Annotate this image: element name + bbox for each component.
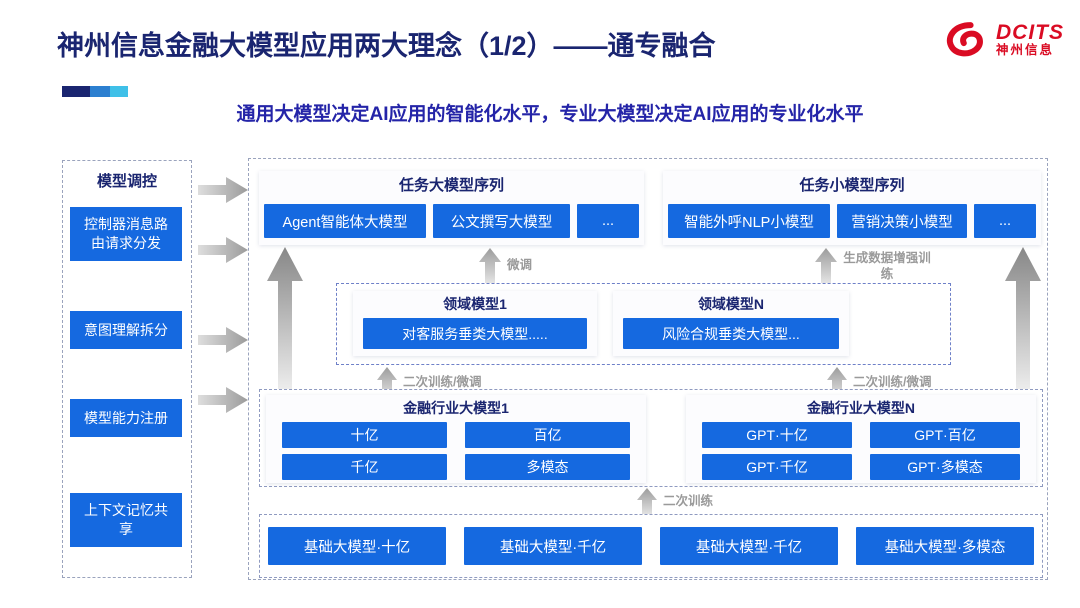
model-box: Agent智能体大模型 [264,204,426,238]
sidebar-item-registry: 模型能力注册 [70,399,182,437]
model-box-ellipsis: ... [974,204,1036,238]
industry-models-container: 金融行业大模型1 十亿 百亿 千亿 多模态 金融行业大模型N GPT·十亿 GP… [259,389,1043,487]
right-arrow-icon [198,177,248,203]
group-title: 领域模型N [697,296,765,312]
logo-company-name: 神州信息 [996,43,1055,58]
group-title: 任务小模型序列 [799,177,905,194]
model-box: 营销决策小模型 [837,204,967,238]
group-title: 金融行业大模型N [806,400,916,416]
up-arrow-small-icon [637,488,657,516]
subtitle: 通用大模型决定AI应用的智能化水平，专业大模型决定AI应用的专业化水平 [236,104,864,125]
accent-segment [62,86,90,97]
sidebar-model-control: 模型调控 控制器消息路由请求分发 意图理解拆分 模型能力注册 上下文记忆共享 [62,160,192,578]
accent-segment [110,86,128,97]
right-arrow-icon [198,327,248,353]
model-box: 百亿 [465,422,630,448]
model-box: 千亿 [282,454,447,480]
group-task-large-models: 任务大模型序列 Agent智能体大模型 公文撰写大模型 ... [259,171,644,245]
label-fine-tune: 微调 [507,258,533,272]
model-box-ellipsis: ... [577,204,639,238]
group-domain-model-1: 领域模型1 对客服务垂类大模型..... [353,291,597,356]
accent-segment [90,86,110,97]
label-retrain: 二次训练 [663,494,714,508]
model-box: GPT·十亿 [702,422,852,448]
label-retrain-finetune: 二次训练/微调 [853,375,932,389]
model-box: GPT·千亿 [702,454,852,480]
right-arrow-icon [198,237,248,263]
model-box: 风险合规垂类大模型... [623,318,839,349]
group-title: 任务大模型序列 [398,177,504,194]
group-task-small-models: 任务小模型序列 智能外呼NLP小模型 营销决策小模型 ... [663,171,1041,245]
dcits-logo-icon [946,22,983,57]
model-box: 智能外呼NLP小模型 [668,204,830,238]
domain-models-container: 领域模型1 对客服务垂类大模型..... 领域模型N 风险合规垂类大模型... [336,283,951,365]
up-arrow-small-icon [479,248,501,284]
model-box: 基础大模型·千亿 [464,527,642,565]
group-industry-model-n: 金融行业大模型N GPT·十亿 GPT·百亿 GPT·千亿 GPT·多模态 [686,395,1036,483]
group-domain-model-n: 领域模型N 风险合规垂类大模型... [613,291,849,356]
label-gen-data-augment: 生成数据增强训练 [843,251,931,281]
group-industry-model-1: 金融行业大模型1 十亿 百亿 千亿 多模态 [266,395,646,483]
sidebar-item-router: 控制器消息路由请求分发 [70,207,182,261]
model-box: GPT·多模态 [870,454,1020,480]
right-arrow-icon [198,387,248,413]
up-arrow-small-icon [815,248,837,284]
group-title: 金融行业大模型1 [403,400,509,416]
model-box: 多模态 [465,454,630,480]
model-box: 基础大模型·十亿 [268,527,446,565]
accent-bar [62,86,128,97]
sidebar-item-context: 上下文记忆共享 [70,493,182,547]
label-retrain-finetune: 二次训练/微调 [403,375,482,389]
model-box: 基础大模型·多模态 [856,527,1034,565]
model-box: 对客服务垂类大模型..... [363,318,587,349]
model-box: 十亿 [282,422,447,448]
base-models-container: 基础大模型·十亿 基础大模型·千亿 基础大模型·千亿 基础大模型·多模态 [259,514,1043,578]
up-arrow-icon [267,247,303,393]
model-box: GPT·百亿 [870,422,1020,448]
up-arrow-icon [1005,247,1041,393]
sidebar-item-intent: 意图理解拆分 [70,311,182,349]
model-box: 基础大模型·千亿 [660,527,838,565]
sidebar-title: 模型调控 [96,173,157,190]
logo-wordmark: DCITS [996,21,1064,45]
diagram-container: 任务大模型序列 Agent智能体大模型 公文撰写大模型 ... 任务小模型序列 … [248,158,1048,580]
group-title: 领域模型1 [443,296,507,312]
logo: DCITS 神州信息 [944,20,1064,60]
page-title: 神州信息金融大模型应用两大理念（1/2）——通专融合 [57,31,716,61]
model-box: 公文撰写大模型 [433,204,570,238]
